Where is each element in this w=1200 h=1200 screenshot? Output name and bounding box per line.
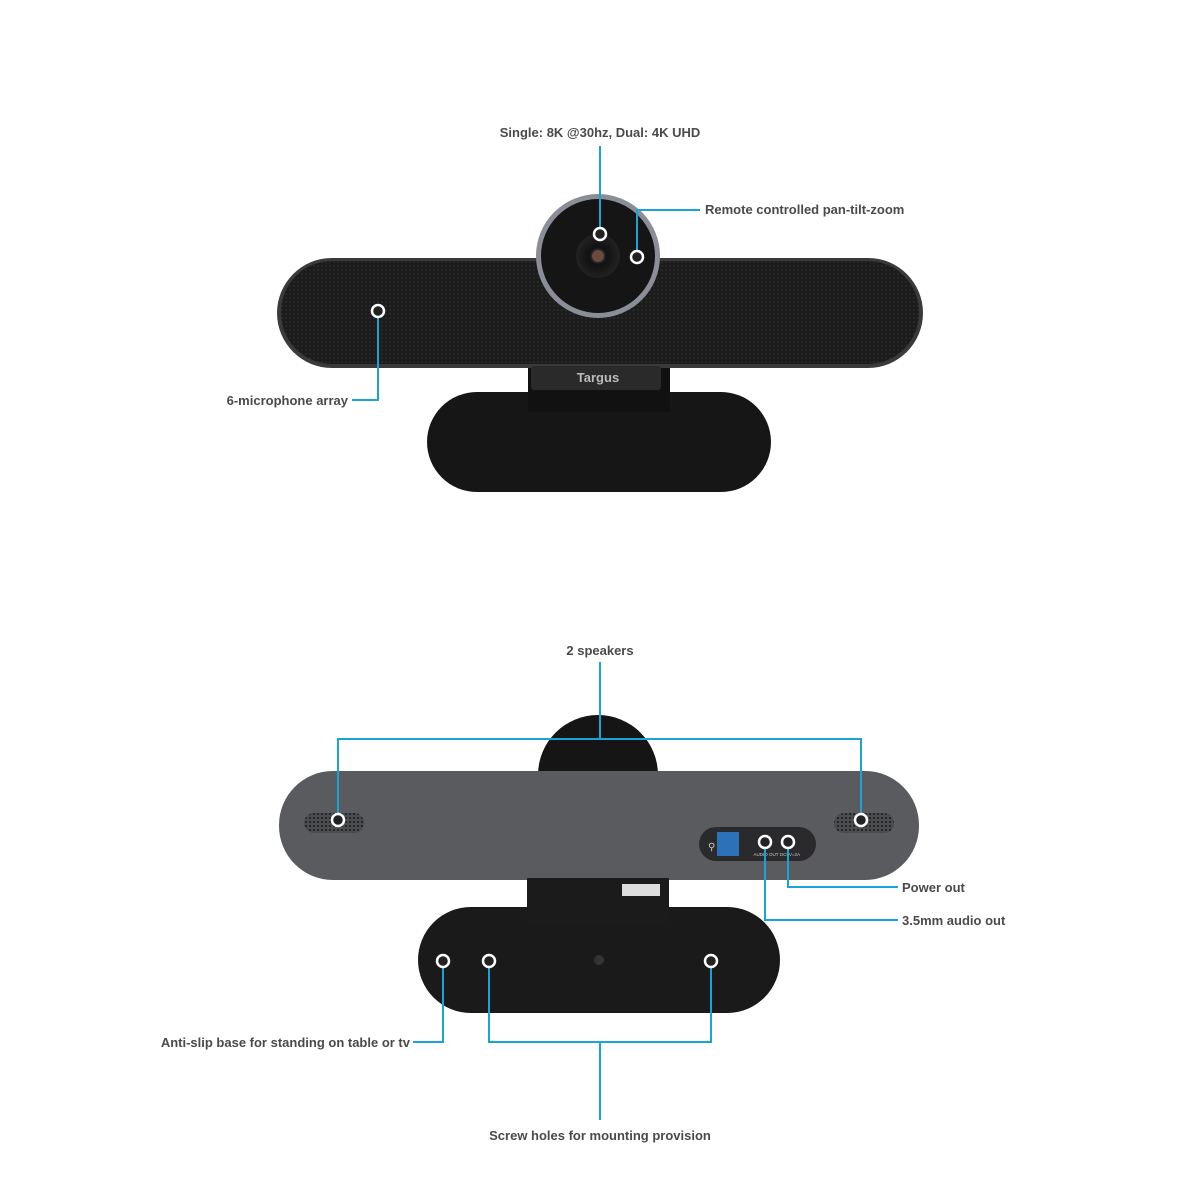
power-marker [780, 834, 796, 850]
sticker-barcode [622, 884, 660, 896]
logo-plate [531, 366, 661, 390]
speaker-marker-right [853, 812, 869, 828]
audio-marker [757, 834, 773, 850]
callout-screws: Screw holes for mounting provision [489, 1128, 711, 1143]
camera-back [538, 715, 658, 775]
callout-audio: 3.5mm audio out [902, 913, 1006, 928]
brand-logo: Targus [577, 370, 619, 385]
callout-speakers: 2 speakers [566, 643, 633, 658]
port-label-audio: AUDIO OUT [753, 852, 778, 857]
callout-antislip: Anti-slip base for standing on table or … [161, 1035, 411, 1050]
front-view: Targus Single: 8K @30hz, Dual: 4K UHD Re… [227, 125, 923, 492]
callout-mic: 6-microphone array [227, 393, 349, 408]
screw-marker-right [703, 953, 719, 969]
center-hole [594, 955, 604, 965]
screw-marker-left [481, 953, 497, 969]
ptz-marker [629, 249, 645, 265]
callout-power: Power out [902, 880, 966, 895]
port-label-power: DC5V=2A [780, 852, 800, 857]
base-stand [427, 392, 771, 492]
back-view: ⚲ AUDIO OUT DC5V=2A 2 speakers Power out… [161, 643, 1006, 1143]
speaker-marker-left [330, 812, 346, 828]
lens-center [592, 250, 604, 262]
callout-ptz: Remote controlled pan-tilt-zoom [705, 202, 904, 217]
antislip-marker [435, 953, 451, 969]
mic-marker [370, 303, 386, 319]
camera-marker [592, 226, 608, 242]
callout-camera: Single: 8K @30hz, Dual: 4K UHD [500, 125, 700, 140]
usb-icon: ⚲ [708, 842, 715, 853]
speaker-bar-back [279, 771, 919, 880]
usb-port [717, 832, 739, 856]
